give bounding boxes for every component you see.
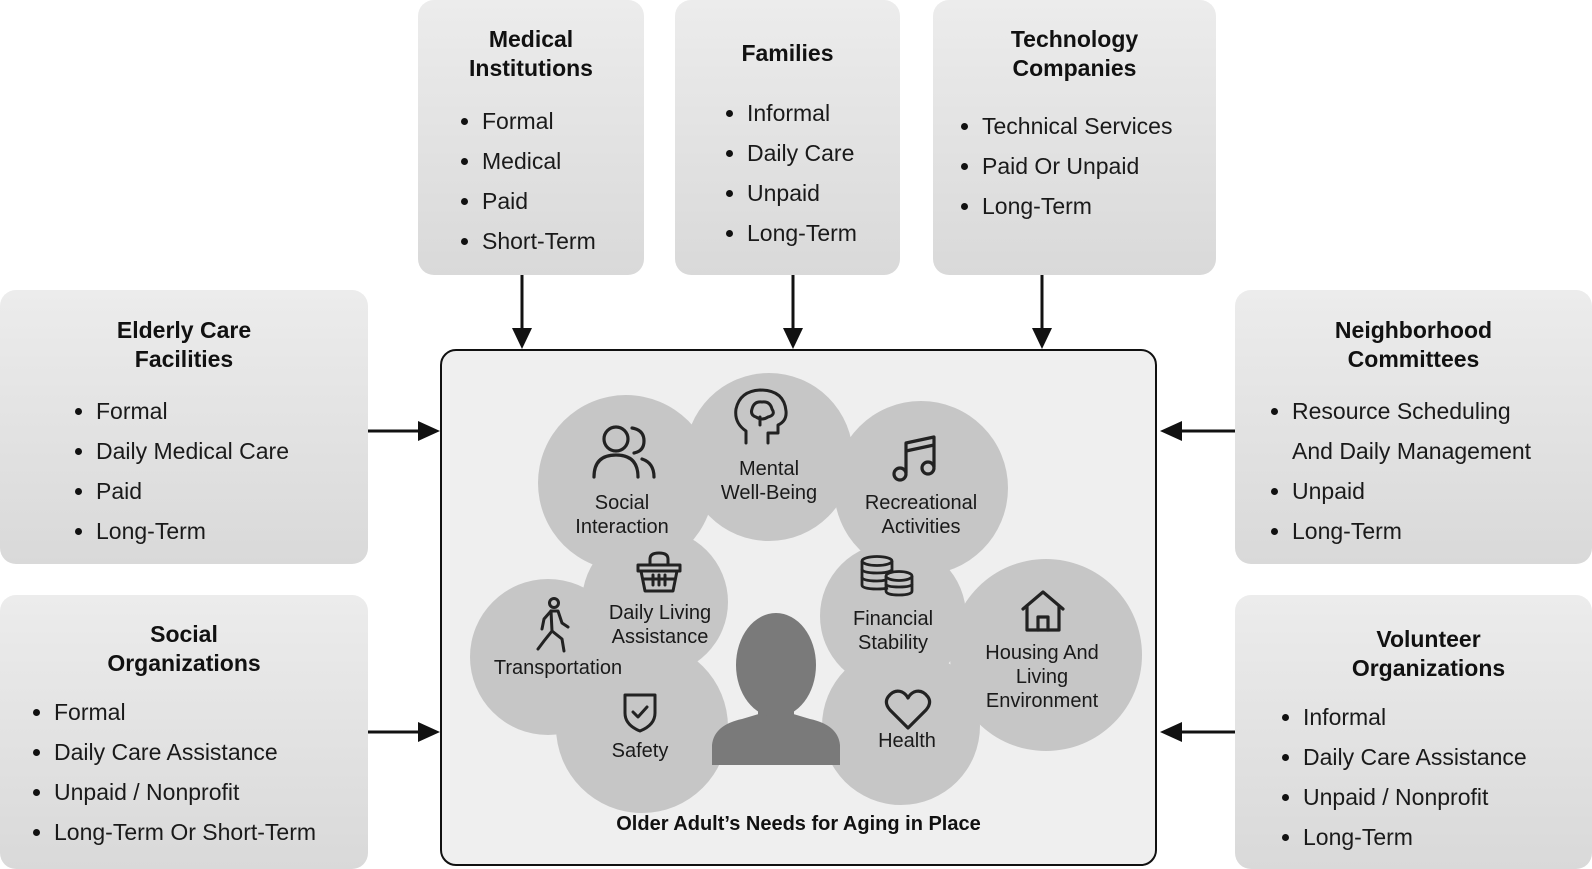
coins-icon (860, 555, 914, 597)
families-box: Families Informal Daily Care Unpaid Long… (675, 0, 900, 275)
mental-wellbeing-label: Mental Well-Being (720, 458, 818, 504)
social-organizations-title: Social Organizations (107, 621, 261, 676)
housing-label: Housing And Living Environment (985, 642, 1099, 712)
basket-icon (636, 551, 682, 593)
mental-wellbeing-bubble (685, 373, 853, 541)
list-item: Unpaid (726, 173, 900, 213)
list-item: Resource Scheduling (1271, 391, 1592, 431)
list-item: Paid Or Unpaid (961, 146, 1216, 186)
list-item: And Daily Management (1292, 438, 1532, 464)
social-interaction-label: Social Interaction (575, 492, 669, 538)
volunteer-organizations-list: Informal Daily Care Assistance Unpaid / … (1282, 697, 1592, 857)
families-title: Families (741, 40, 834, 66)
medical-institutions-box: Medical Institutions Formal Medical Paid… (418, 0, 644, 275)
families-list: Informal Daily Care Unpaid Long-Term (726, 93, 900, 253)
list-item: Long-Term (726, 213, 900, 253)
needs-panel-title: Older Adult’s Needs for Aging in Place (616, 813, 981, 835)
music-note-icon (892, 435, 936, 482)
elderly-care-facilities-box: Elderly Care Facilities Formal Daily Med… (0, 290, 368, 564)
volunteer-organizations-title: Volunteer Organizations (1351, 626, 1506, 681)
recreational-activities-label: Recreational Activities (864, 492, 978, 538)
technology-companies-box: Technology Companies Technical Services … (933, 0, 1216, 275)
social-organizations-box: Social Organizations Formal Daily Care A… (0, 595, 368, 869)
social-organizations-list: Formal Daily Care Assistance Unpaid / No… (33, 692, 368, 852)
list-item: Paid (461, 181, 644, 221)
neighborhood-committees-box: Neighborhood Committees Resource Schedul… (1235, 290, 1592, 564)
list-item: Long-Term (1271, 511, 1592, 551)
safety-label: Safety (611, 740, 669, 762)
list-item: Daily Care Assistance (33, 732, 368, 772)
shield-icon (623, 693, 657, 733)
list-item: Formal (461, 101, 644, 141)
financial-stability-label: Financial Stability (852, 608, 934, 654)
people-icon (592, 425, 656, 479)
house-icon (1021, 590, 1065, 632)
heart-icon (884, 689, 932, 730)
list-item: Informal (1282, 697, 1592, 737)
list-item: Daily Care (726, 133, 900, 173)
list-item: Paid (75, 471, 368, 511)
neighborhood-committees-title: Neighborhood Committees (1334, 317, 1493, 372)
list-item: Unpaid / Nonprofit (1282, 777, 1592, 817)
list-item: Formal (33, 692, 368, 732)
technology-companies-title: Technology Companies (1010, 26, 1139, 81)
housing-bubble (950, 559, 1142, 751)
recreational-activities-bubble (834, 401, 1008, 575)
list-item: Unpaid / Nonprofit (33, 772, 368, 812)
daily-living-assistance-label: Daily Living Assistance (608, 602, 712, 648)
list-item: Technical Services (961, 106, 1216, 146)
list-item: Unpaid (1271, 471, 1592, 511)
list-item: Medical (461, 141, 644, 181)
brain-icon (734, 388, 788, 445)
elderly-care-facilities-title: Elderly Care Facilities (116, 317, 252, 372)
list-item: Formal (75, 391, 368, 431)
list-item: Informal (726, 93, 900, 133)
technology-companies-list: Technical Services Paid Or Unpaid Long-T… (961, 106, 1216, 226)
list-item: Long-Term (961, 186, 1216, 226)
neighborhood-committees-list: Resource Scheduling And Daily Management… (1271, 391, 1592, 551)
person-silhouette-icon (712, 613, 840, 765)
medical-institutions-title: Medical Institutions (469, 26, 593, 81)
list-item: Daily Medical Care (75, 431, 368, 471)
health-label: Health (878, 730, 936, 752)
list-item: Short-Term (461, 221, 644, 261)
volunteer-organizations-box: Volunteer Organizations Informal Daily C… (1235, 595, 1592, 869)
transportation-label: Transportation (493, 657, 623, 679)
aging-in-place-needs-panel: Social Interaction Mental Well-Being Rec… (440, 349, 1157, 866)
list-item: Daily Care Assistance (1282, 737, 1592, 777)
walking-person-icon (536, 597, 570, 653)
list-item: Long-Term (1282, 817, 1592, 857)
list-item: Long-Term (75, 511, 368, 551)
elderly-care-facilities-list: Formal Daily Medical Care Paid Long-Term (75, 391, 368, 551)
list-item: Long-Term Or Short-Term (33, 812, 368, 852)
medical-institutions-list: Formal Medical Paid Short-Term (461, 101, 644, 261)
